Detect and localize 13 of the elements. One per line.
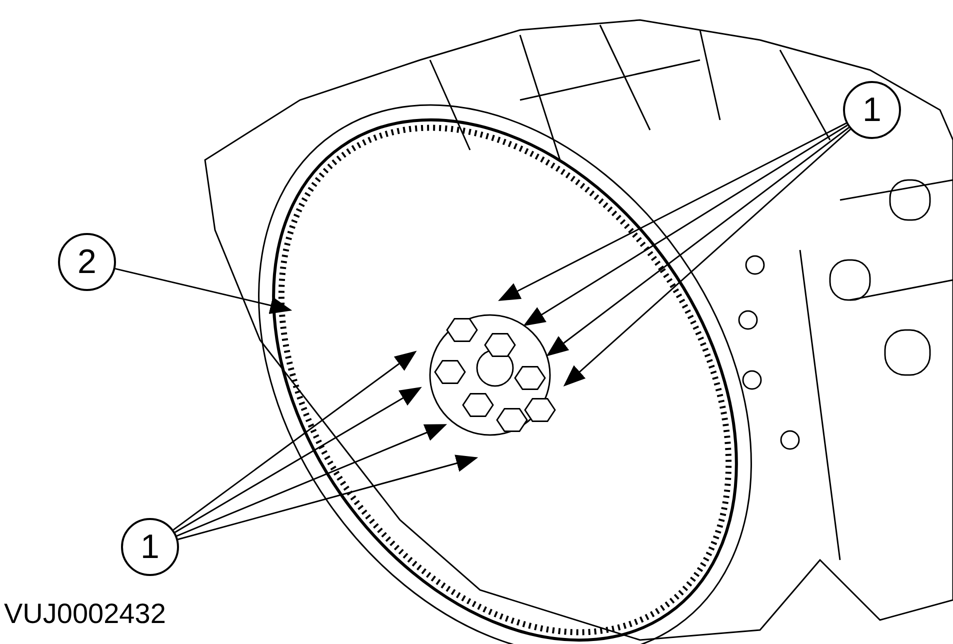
callout-number: 1 bbox=[843, 81, 901, 139]
leader-arrow bbox=[172, 350, 417, 530]
leader-arrow bbox=[174, 386, 422, 533]
callout-number: 1 bbox=[121, 518, 179, 576]
leader-arrow bbox=[563, 128, 851, 386]
leader-arrow bbox=[115, 268, 292, 314]
leader-arrow bbox=[546, 126, 850, 356]
leader-arrow bbox=[523, 124, 848, 326]
leader-arrow bbox=[176, 424, 448, 537]
leader-arrow bbox=[178, 454, 478, 540]
figure-code: VUJ0002432 bbox=[4, 598, 166, 630]
leader-arrow bbox=[498, 122, 847, 301]
callout-number: 2 bbox=[58, 233, 116, 291]
